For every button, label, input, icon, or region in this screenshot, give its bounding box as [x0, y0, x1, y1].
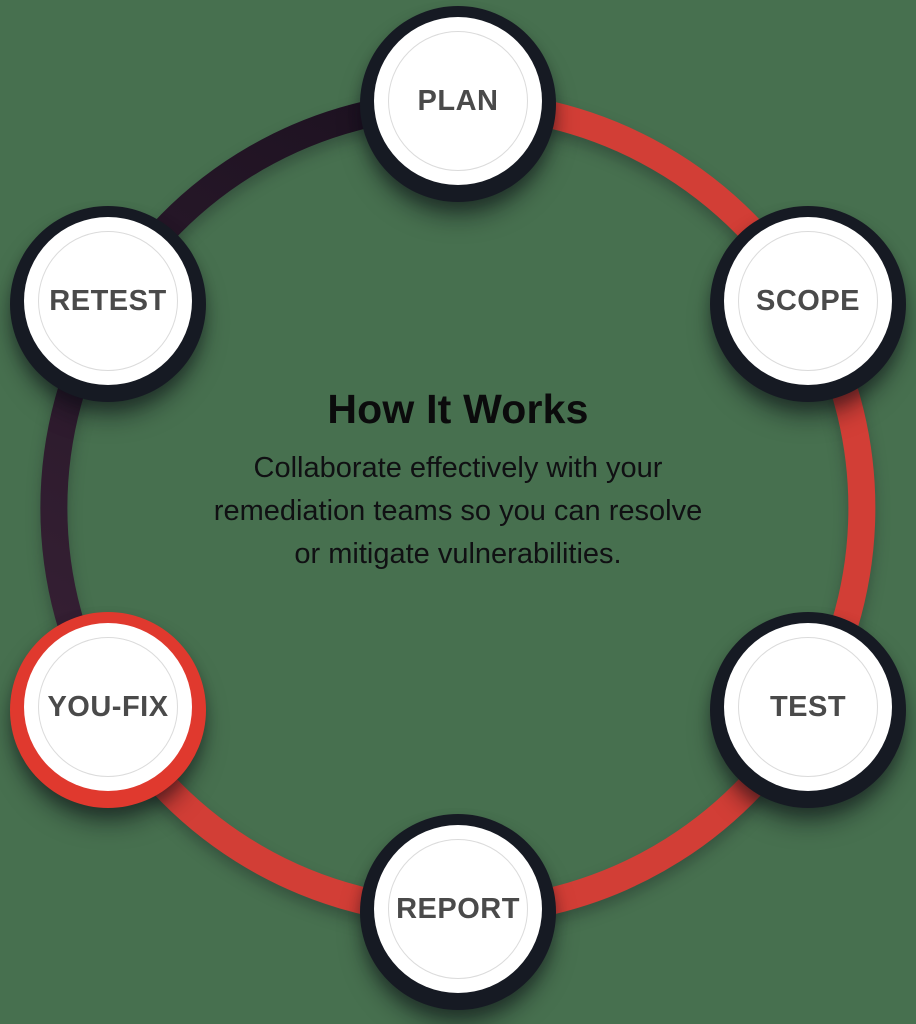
diagram-title: How It Works — [327, 386, 589, 432]
center-text-block: How It Works Collaborate effectively wit… — [178, 386, 738, 576]
node-report-inner-ring — [388, 839, 528, 979]
node-test-inner-ring — [738, 637, 878, 777]
description-line: Collaborate effectively with your — [253, 452, 663, 484]
node-report-label: REPORT — [396, 892, 520, 925]
description-line: remediation teams so you can resolve — [213, 495, 703, 527]
node-you-fix-face: YOU-FIX — [24, 623, 192, 791]
node-retest-label: RETEST — [49, 284, 167, 317]
node-report: REPORT — [360, 814, 556, 1010]
node-plan-face: PLAN — [374, 17, 542, 185]
node-you-fix: YOU-FIX — [10, 612, 206, 808]
node-plan: PLAN — [360, 6, 556, 202]
node-you-fix-inner-ring — [38, 637, 178, 777]
node-retest-face: RETEST — [24, 217, 192, 385]
node-test-label: TEST — [769, 690, 847, 723]
node-plan-label: PLAN — [417, 84, 499, 117]
node-retest: RETEST — [10, 206, 206, 402]
node-retest-inner-ring — [38, 231, 178, 371]
node-scope-label: SCOPE — [755, 284, 861, 317]
node-scope-inner-ring — [738, 231, 878, 371]
node-scope-face: SCOPE — [724, 217, 892, 385]
node-test-face: TEST — [724, 623, 892, 791]
node-test: TEST — [710, 612, 906, 808]
node-scope: SCOPE — [710, 206, 906, 402]
node-report-face: REPORT — [374, 825, 542, 993]
node-you-fix-label: YOU-FIX — [47, 690, 169, 723]
description-line: or mitigate vulnerabilities. — [294, 538, 622, 570]
node-plan-inner-ring — [388, 31, 528, 171]
